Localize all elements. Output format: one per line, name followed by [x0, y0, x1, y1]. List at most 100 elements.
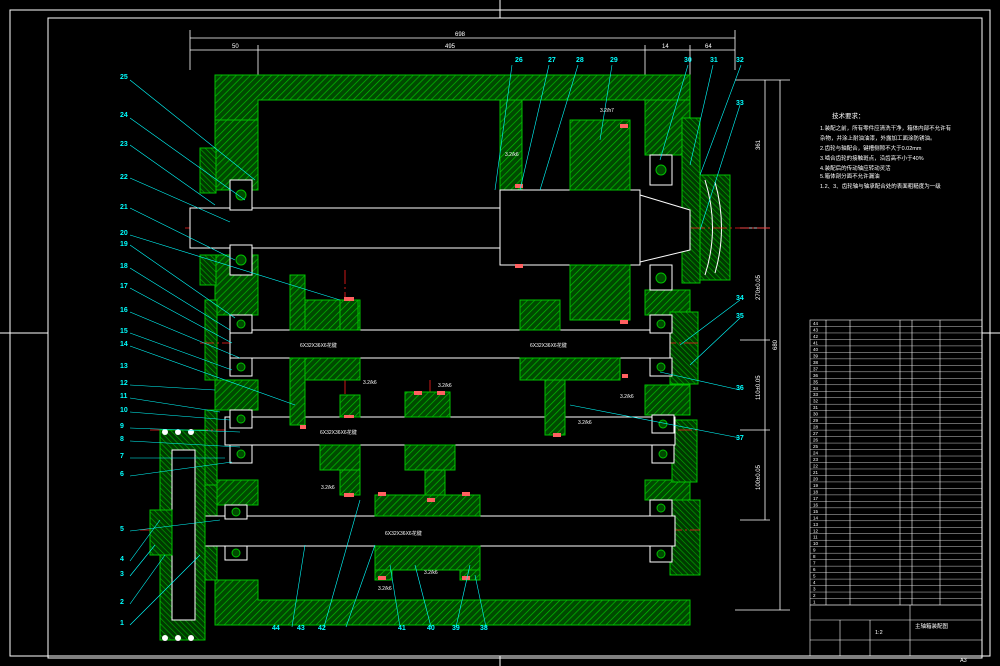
parts-list-row-number: 42	[813, 334, 819, 339]
parts-list-row-number: 13	[813, 522, 819, 527]
part-no-26: 26	[515, 57, 523, 64]
part-no-34: 34	[736, 295, 744, 302]
parts-list-row-number: 36	[813, 373, 819, 378]
parts-list-row-number: 44	[813, 321, 819, 326]
parts-list-row-number: 33	[813, 392, 819, 397]
part-no-41: 41	[398, 625, 406, 632]
parts-list-row-number: 14	[813, 515, 819, 520]
sheet-size-label: A3	[960, 658, 967, 664]
part-no-3: 3	[120, 571, 124, 578]
housing	[214, 74, 691, 626]
part-no-42: 42	[318, 625, 326, 632]
part-no-12: 12	[120, 380, 128, 387]
parts-list-row-number: 26	[813, 438, 819, 443]
part-no-17: 17	[120, 283, 128, 290]
part-no-39: 39	[452, 625, 460, 632]
part-no-13: 13	[120, 363, 128, 370]
parts-list-row-number: 22	[813, 463, 819, 468]
parts-list-row-number: 40	[813, 347, 819, 352]
part-no-23: 23	[120, 141, 128, 148]
right-dimensions	[735, 79, 790, 611]
part-no-30: 30	[684, 57, 692, 64]
fit-note-0: 3.2/h7	[600, 108, 614, 114]
spindle-gear	[569, 119, 631, 191]
fit-note-2: 3.2/k6	[620, 394, 634, 400]
part-no-37: 37	[736, 435, 744, 442]
part-no-8: 8	[120, 436, 124, 443]
parts-list-row-number: 1	[813, 600, 816, 605]
part-no-29: 29	[610, 57, 618, 64]
parts-list-row-number: 16	[813, 502, 819, 507]
parts-list-row-number: 31	[813, 405, 819, 410]
parts-list-row-number: 28	[813, 425, 819, 430]
fit-note-3: 3.2/k6	[578, 420, 592, 426]
fit-note-8: 3.2/k6	[378, 586, 392, 592]
parts-list-row-number: 19	[813, 483, 819, 488]
parts-list-row-number: 12	[813, 528, 819, 533]
part-no-31: 31	[710, 57, 718, 64]
parts-list-row-number: 15	[813, 509, 819, 514]
spline-label-0: 6X32X36X6花键	[300, 342, 337, 349]
parts-list-row-number: 43	[813, 327, 819, 332]
spline-label-1: 6X32X36X6花键	[530, 342, 567, 349]
part-no-22: 22	[120, 174, 128, 181]
dim-top-2: 14	[662, 44, 669, 50]
parts-list-row-number: 11	[813, 535, 818, 540]
parts-list-rows: 4443424140393837363534333231302928272625…	[810, 321, 982, 606]
parts-list-row-number: 34	[813, 386, 819, 391]
parts-list-row-number: 4	[813, 580, 816, 585]
spindle-flange	[699, 174, 731, 281]
tech-title: 技术要求：	[832, 111, 865, 120]
parts-list-row-number: 3	[813, 587, 816, 592]
parts-list-row-number: 2	[813, 593, 816, 598]
part-no-20: 20	[120, 230, 128, 237]
part-no-19: 19	[120, 241, 128, 248]
leader-lines	[129, 64, 742, 628]
parts-list-row-number: 7	[813, 561, 816, 566]
tech-line-3: 3.啮合齿轮的接触斑点，沿齿高不小于40%	[820, 154, 924, 162]
parts-list-row-number: 29	[813, 418, 819, 423]
parts-list-row-number: 38	[813, 360, 819, 365]
tech-line-0: 1.装配之前，所有零件应清洗干净，箱体内部不允许有	[820, 124, 952, 132]
fit-note-6: 3.2/k6	[321, 485, 335, 491]
parts-list-row-number: 20	[813, 476, 819, 481]
tech-line-2: 2.齿轮与轴配合，键槽侧隙不大于0.02mm	[820, 144, 922, 152]
tech-line-4: 4.装配后的传动轴应转动灵活	[820, 164, 891, 172]
dim-right-3: 100±0.05	[756, 464, 762, 490]
gear-teeth	[300, 124, 628, 580]
parts-list-row-number: 6	[813, 567, 816, 572]
part-no-33: 33	[736, 100, 744, 107]
part-no-36: 36	[736, 385, 744, 392]
parts-list-row-number: 21	[813, 470, 819, 475]
part-no-6: 6	[120, 471, 124, 478]
title-block-scale: 1:2	[875, 630, 883, 636]
parts-list-row-number: 35	[813, 379, 819, 384]
part-no-28: 28	[576, 57, 584, 64]
parts-list	[809, 319, 983, 657]
part-no-35: 35	[736, 313, 744, 320]
fit-note-5: 3.2/k6	[438, 383, 452, 389]
part-no-2: 2	[120, 599, 124, 606]
part-no-14: 14	[120, 341, 128, 348]
tech-line-5: 5.箱体剖分面不允许漏油	[820, 172, 880, 180]
parts-list-row-number: 25	[813, 444, 819, 449]
part-no-16: 16	[120, 307, 128, 314]
part-no-25: 25	[120, 74, 128, 81]
parts-list-row-number: 39	[813, 353, 819, 358]
part-no-11: 11	[120, 393, 128, 400]
parts-list-row-number: 17	[813, 496, 819, 501]
fit-note-4: 3.2/k6	[363, 380, 377, 386]
tech-requirements: 技术要求： 1.装配之前，所有零件应清洗干净，箱体内部不允许有 杂物，并涂上耐油…	[820, 111, 952, 190]
parts-list-row-number: 32	[813, 399, 819, 404]
part-no-40: 40	[427, 625, 435, 632]
part-no-4: 4	[120, 556, 124, 563]
part-no-24: 24	[120, 112, 128, 119]
overall-width-dim: 698	[455, 32, 466, 38]
part-no-21: 21	[120, 204, 128, 211]
fit-note-7: 3.2/k6	[424, 570, 438, 576]
dim-right-1: 270±0.05	[756, 274, 762, 300]
spline-label-2: 6X32X36X6花键	[320, 429, 357, 436]
part-no-44: 44	[272, 625, 280, 632]
part-no-1: 1	[120, 620, 124, 627]
